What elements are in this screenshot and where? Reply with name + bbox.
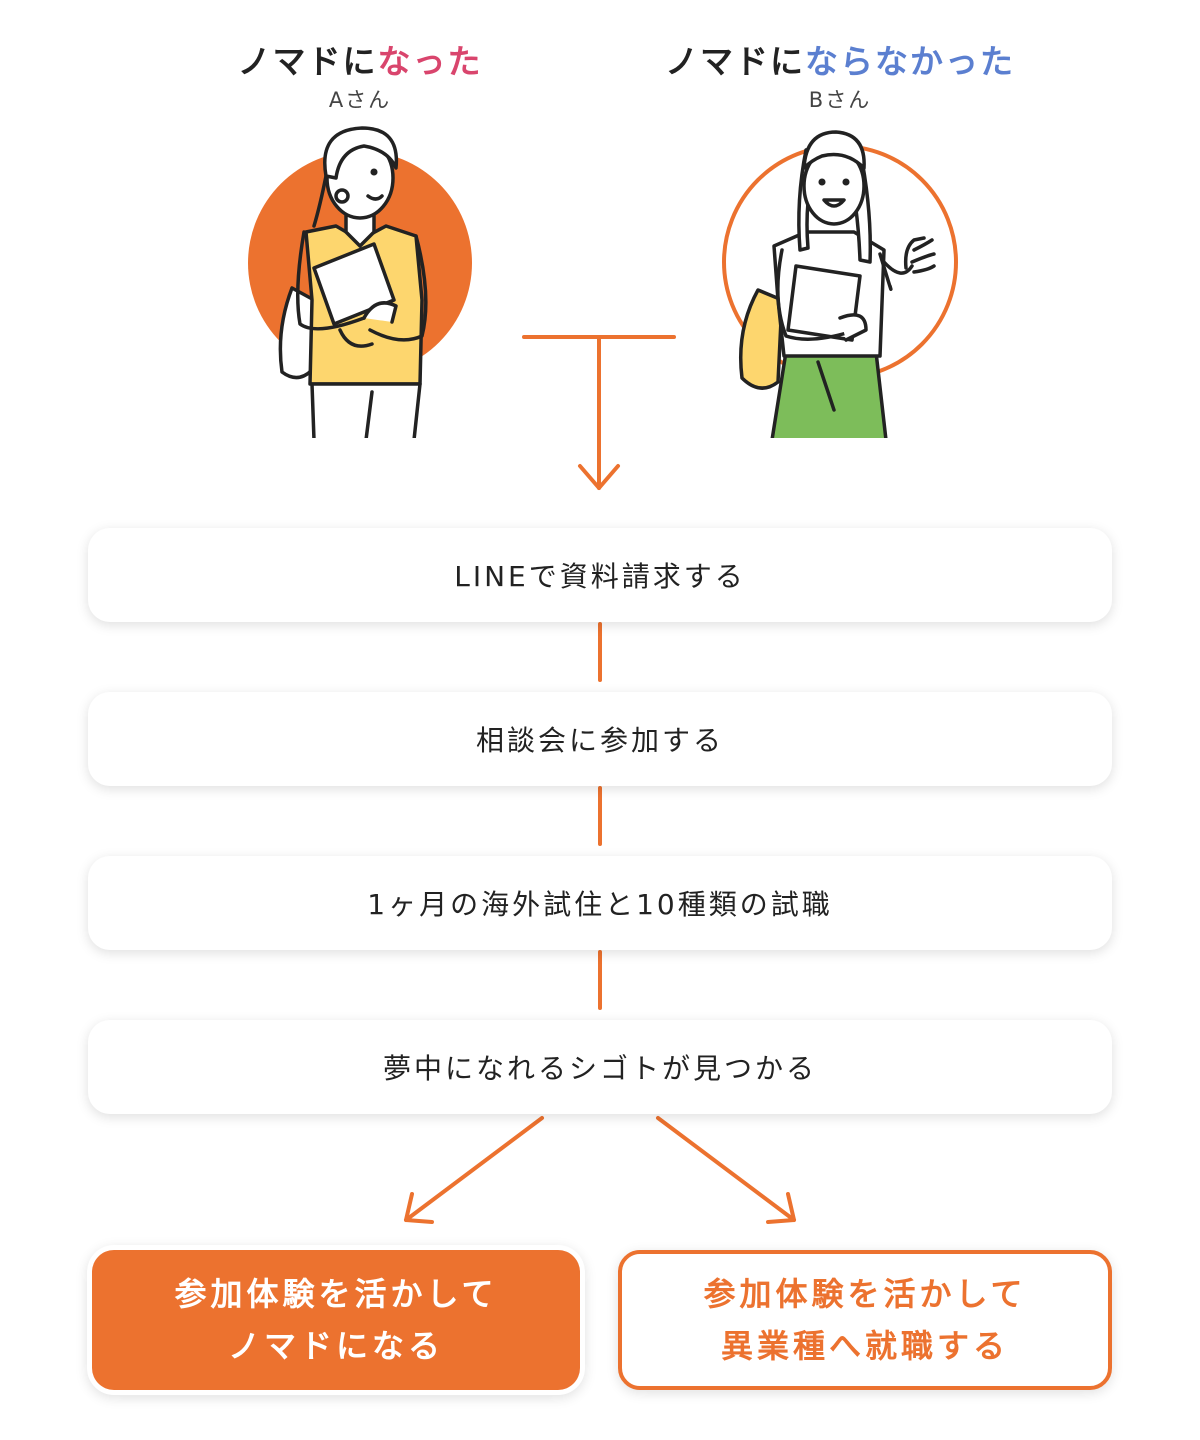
top-connector: [522, 335, 676, 490]
outcome-nomad: 参加体験を活かして ノマドになる: [92, 1250, 580, 1390]
step-trial: 1ヶ月の海外試住と10種類の試職: [88, 856, 1112, 950]
persona-b-title-plain: ノマドに: [665, 42, 805, 81]
outcome-career-change: 参加体験を活かして 異業種へ就職する: [618, 1250, 1112, 1390]
persona-b-name: Bさん: [808, 88, 872, 112]
outcome-a-line2: ノマドになる: [227, 1327, 444, 1365]
persona-b-title: ノマドにならなかった: [630, 38, 1050, 86]
split-arrows: [404, 1116, 796, 1224]
persona-b-title-colored: ならなかった: [805, 42, 1015, 81]
outcome-a-line1: 参加体験を活かして: [174, 1275, 498, 1313]
persona-b-header: ノマドにならなかった Bさん: [630, 38, 1050, 114]
persona-a-header: ノマドになった Aさん: [150, 38, 570, 114]
persona-a-name: Aさん: [328, 88, 392, 112]
down-arrow-icon: [578, 464, 620, 490]
step-label: LINEで資料請求する: [454, 560, 746, 593]
arrow-left-down-icon: [404, 1192, 434, 1224]
step-label: 1ヶ月の海外試住と10種類の試職: [367, 888, 833, 921]
step-label: 夢中になれるシゴトが見つかる: [382, 1052, 817, 1085]
step-line-request: LINEで資料請求する: [88, 528, 1112, 622]
persona-a-title: ノマドになった: [150, 38, 570, 86]
person-b-illustration: [722, 130, 958, 438]
outcome-b-line2: 異業種へ就職する: [720, 1327, 1009, 1365]
step-find-work: 夢中になれるシゴトが見つかる: [88, 1020, 1112, 1114]
persona-a-title-colored: なった: [377, 42, 483, 81]
persona-a-title-plain: ノマドに: [237, 42, 378, 81]
outcome-b-line1: 参加体験を活かして: [703, 1275, 1027, 1313]
arrow-right-down-icon: [766, 1192, 796, 1224]
person-a-illustration: [248, 126, 472, 438]
step-label: 相談会に参加する: [475, 724, 724, 757]
step-consultation: 相談会に参加する: [88, 692, 1112, 786]
